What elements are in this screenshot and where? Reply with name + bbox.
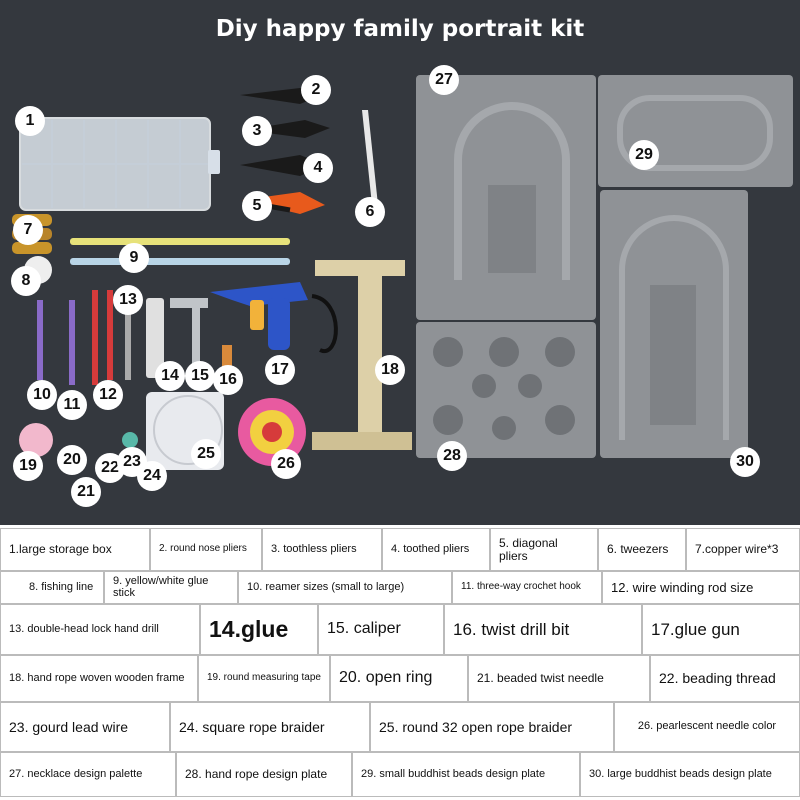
legend-item-9: 9. yellow/white glue stick <box>104 571 238 604</box>
legend-item-27: 27. necklace design palette <box>0 752 176 797</box>
photo-number-16: 16 <box>213 365 243 395</box>
legend-item-28: 28. hand rope design plate <box>176 752 352 797</box>
legend-item-15: 15. caliper <box>318 604 444 655</box>
hand-tools-item <box>37 290 131 385</box>
legend-item-5: 5. diagonal pliers <box>490 528 598 571</box>
photo-number-8: 8 <box>11 266 41 296</box>
legend-item-24: 24. square rope braider <box>170 702 370 752</box>
legend-item-13: 13. double-head lock hand drill <box>0 604 200 655</box>
photo-number-30: 30 <box>730 447 760 477</box>
legend-item-23: 23. gourd lead wire <box>0 702 170 752</box>
legend-item-14: 14.glue <box>200 604 318 655</box>
photo-number-15: 15 <box>185 361 215 391</box>
glue-tube-item <box>146 298 164 378</box>
caliper-item <box>170 298 208 380</box>
legend-item-26: 26. pearlescent needle color <box>614 702 800 752</box>
legend-item-8: 8. fishing line <box>0 571 104 604</box>
photo-number-20: 20 <box>57 445 87 475</box>
photo-number-27: 27 <box>429 65 459 95</box>
drill-bit-item <box>222 345 232 371</box>
yellow-glue-stick <box>70 238 290 245</box>
photo-number-14: 14 <box>155 361 185 391</box>
photo-number-25: 25 <box>191 439 221 469</box>
photo-number-19: 19 <box>13 451 43 481</box>
storage-box-item <box>19 117 220 211</box>
measuring-tape-item <box>19 423 53 457</box>
legend-item-11: 11. three-way crochet hook <box>452 571 602 604</box>
legend-item-4: 4. toothed pliers <box>382 528 490 571</box>
photo-number-29: 29 <box>629 140 659 170</box>
photo-number-6: 6 <box>355 197 385 227</box>
photo-number-5: 5 <box>242 191 272 221</box>
legend-item-17: 17.glue gun <box>642 604 800 655</box>
wooden-frame-item <box>312 260 412 450</box>
legend-item-1: 1.large storage box <box>0 528 150 571</box>
photo-number-1: 1 <box>15 106 45 136</box>
photo-number-24: 24 <box>137 461 167 491</box>
product-illustration <box>12 75 793 470</box>
legend-item-3: 3. toothless pliers <box>262 528 382 571</box>
legend-item-30: 30. large buddhist beads design plate <box>580 752 800 797</box>
legend-item-22: 22. beading thread <box>650 655 800 702</box>
photo-number-9: 9 <box>119 243 149 273</box>
photo-number-3: 3 <box>242 116 272 146</box>
page-title: Diy happy family portrait kit <box>215 16 585 42</box>
legend-item-6: 6. tweezers <box>598 528 686 571</box>
photo-number-12: 12 <box>93 380 123 410</box>
legend-item-7: 7.copper wire*3 <box>686 528 800 571</box>
white-glue-stick <box>70 258 290 265</box>
glue-gun-item <box>210 282 338 354</box>
photo-number-18: 18 <box>375 355 405 385</box>
photo-number-17: 17 <box>265 355 295 385</box>
photo-number-10: 10 <box>27 380 57 410</box>
photo-number-21: 21 <box>71 477 101 507</box>
photo-number-2: 2 <box>301 75 331 105</box>
tweezers-item <box>362 110 378 205</box>
legend-table: 1.large storage box 2. round nose pliers… <box>0 525 800 800</box>
legend-item-25: 25. round 32 open rope braider <box>370 702 614 752</box>
photo-number-28: 28 <box>437 441 467 471</box>
legend-item-10: 10. reamer sizes (small to large) <box>238 571 452 604</box>
legend-item-18: 18. hand rope woven wooden frame <box>0 655 198 702</box>
legend-item-12: 12. wire winding rod size <box>602 571 800 604</box>
legend-item-21: 21. beaded twist needle <box>468 655 650 702</box>
photo-number-7: 7 <box>13 215 43 245</box>
design-plates-item <box>416 75 793 458</box>
photo-number-26: 26 <box>271 449 301 479</box>
legend-item-20: 20. open ring <box>330 655 468 702</box>
photo-number-13: 13 <box>113 285 143 315</box>
photo-number-4: 4 <box>303 153 333 183</box>
gourd-wire-item <box>122 432 138 448</box>
legend-item-29: 29. small buddhist beads design plate <box>352 752 580 797</box>
legend-item-2: 2. round nose pliers <box>150 528 262 571</box>
photo-number-11: 11 <box>57 390 87 420</box>
product-photo: Diy happy family portrait kit 1 2 3 4 5 … <box>0 0 800 525</box>
legend-item-16: 16. twist drill bit <box>444 604 642 655</box>
legend-item-19: 19. round measuring tape <box>198 655 330 702</box>
